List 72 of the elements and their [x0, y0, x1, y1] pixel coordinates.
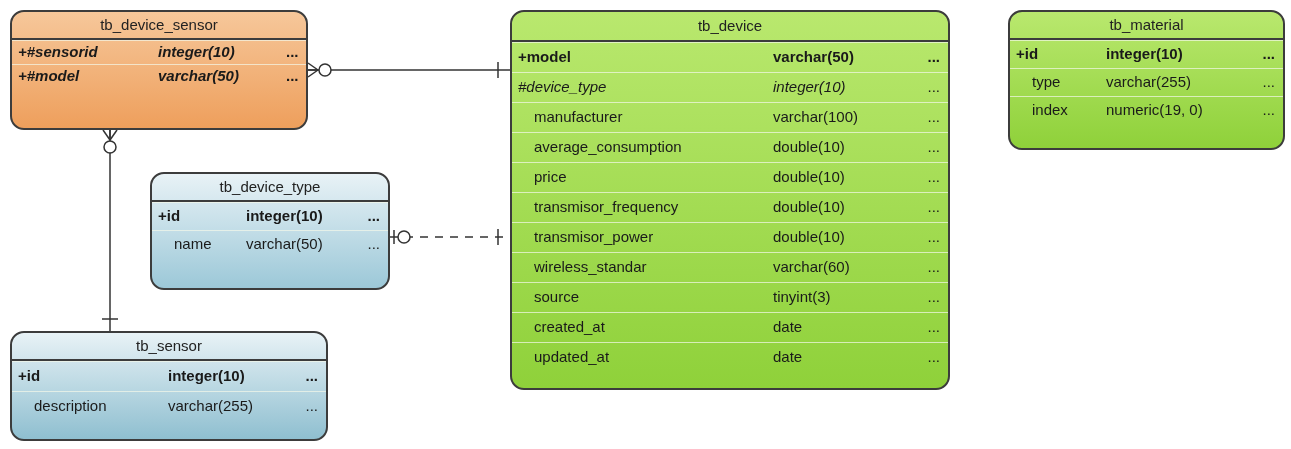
data-type: integer(10) — [168, 366, 246, 387]
data-type: date — [773, 347, 804, 368]
ellipsis: ... — [927, 257, 940, 278]
column-name: +#model — [18, 66, 81, 87]
ellipsis: ... — [305, 366, 318, 387]
entity-table — [10, 10, 308, 130]
ellipsis: ... — [1262, 100, 1275, 121]
ellipsis: ... — [927, 317, 940, 338]
column-name: transmisor_frequency — [533, 197, 680, 218]
column-name: #device_type — [518, 77, 608, 98]
column-name: updated_at — [533, 347, 611, 368]
ellipsis: ... — [1262, 44, 1275, 65]
column-name: +model — [518, 47, 572, 68]
relationship-line — [101, 129, 119, 332]
table-title: tb_device — [697, 15, 763, 36]
ellipsis: ... — [927, 347, 940, 368]
data-type: integer(10) — [1106, 44, 1184, 65]
ellipsis: ... — [927, 197, 940, 218]
data-type: double(10) — [773, 167, 846, 188]
ellipsis: ... — [927, 287, 940, 308]
data-type: varchar(50) — [246, 234, 324, 255]
entity-table — [510, 10, 950, 390]
data-type: tinyint(3) — [773, 287, 832, 308]
data-type: varchar(60) — [773, 257, 851, 278]
column-name: price — [533, 167, 568, 188]
column-name: average_consumption — [533, 137, 683, 158]
table-title: tb_material — [1109, 14, 1184, 35]
relationship-line — [307, 61, 511, 79]
table-title: tb_device_type — [219, 176, 321, 197]
data-type: integer(10) — [246, 206, 324, 227]
ellipsis: ... — [927, 107, 940, 128]
entity-table — [1008, 10, 1285, 150]
column-name: index — [1031, 100, 1069, 121]
entity-table — [150, 172, 390, 290]
data-type: varchar(255) — [168, 396, 255, 417]
ellipsis: ... — [927, 47, 940, 68]
column-name: name — [173, 234, 213, 255]
column-name: type — [1031, 72, 1062, 93]
ellipsis: ... — [305, 396, 318, 417]
data-type: varchar(50) — [773, 47, 855, 68]
column-name: manufacturer — [533, 107, 624, 128]
ellipsis: ... — [927, 77, 940, 98]
data-type: varchar(100) — [773, 107, 860, 128]
entity-table — [10, 331, 328, 441]
data-type: double(10) — [773, 197, 846, 218]
data-type: double(10) — [773, 137, 846, 158]
ellipsis: ... — [367, 206, 380, 227]
ellipsis: ... — [1262, 72, 1275, 93]
column-name: description — [33, 396, 108, 417]
ellipsis: ... — [927, 167, 940, 188]
ellipsis: ... — [286, 66, 299, 87]
data-type: double(10) — [773, 227, 846, 248]
data-type: varchar(50) — [158, 66, 240, 87]
column-name: created_at — [533, 317, 606, 338]
data-type: varchar(255) — [1106, 72, 1193, 93]
column-name: +id — [1016, 44, 1040, 65]
data-type: date — [773, 317, 804, 338]
data-type: integer(10) — [773, 77, 847, 98]
column-name: source — [533, 287, 581, 308]
data-type: integer(10) — [158, 42, 236, 63]
column-name: +id — [158, 206, 182, 227]
column-name: wireless_standar — [533, 257, 648, 278]
column-name: transmisor_power — [533, 227, 655, 248]
data-type: numeric(19, 0) — [1106, 100, 1204, 121]
table-title: tb_device_sensor — [100, 14, 218, 35]
column-name: +id — [18, 366, 42, 387]
ellipsis: ... — [927, 137, 940, 158]
table-title: tb_sensor — [136, 335, 202, 356]
ellipsis: ... — [286, 42, 299, 63]
ellipsis: ... — [927, 227, 940, 248]
ellipsis: ... — [367, 234, 380, 255]
column-name: +#sensorid — [18, 42, 99, 63]
